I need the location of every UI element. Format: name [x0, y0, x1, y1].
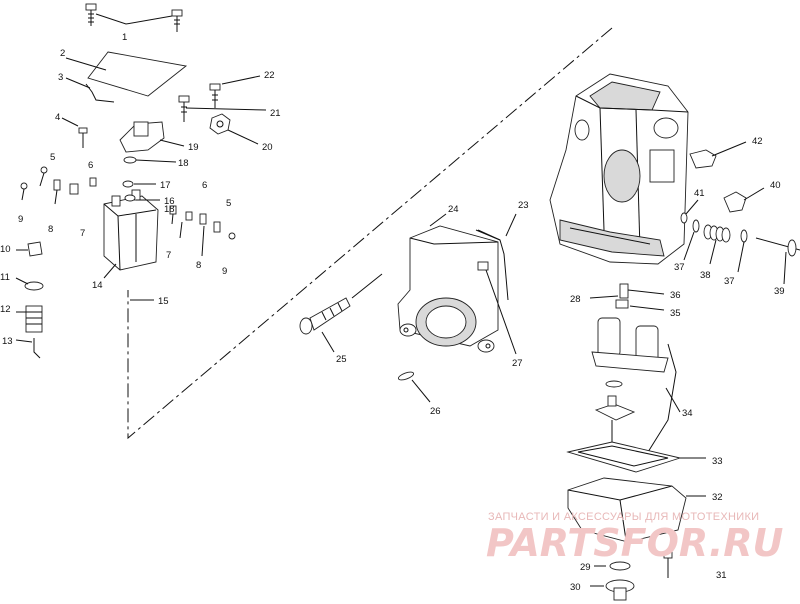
assembly-centerline — [127, 27, 613, 440]
plug-40 — [723, 187, 765, 213]
label-34: 34 — [682, 408, 693, 419]
label-10: 10 — [0, 244, 11, 255]
label-17: 17 — [160, 180, 171, 191]
label-22: 22 — [264, 70, 275, 81]
label-15: 15 — [158, 296, 169, 307]
watermark-logo: PARTSFOR.RU — [486, 521, 784, 565]
label-36: 36 — [670, 290, 681, 301]
intake-flange-24 — [397, 225, 499, 353]
label-31: 31 — [716, 570, 727, 581]
cover-plate-2 — [87, 51, 188, 97]
label-9-right: 9 — [222, 266, 227, 277]
label-9-left: 9 — [18, 214, 23, 225]
label-11: 11 — [0, 272, 10, 283]
watermark-tagline: ЗАПЧАСТИ И АКСЕССУАРЫ ДЛЯ МОТОТЕХНИКИ — [488, 511, 759, 523]
label-25: 25 — [336, 354, 347, 365]
small-parts-center — [122, 180, 236, 257]
label-30: 30 — [570, 582, 581, 593]
label-39: 39 — [774, 286, 785, 297]
adjuster-assembly — [680, 199, 800, 285]
label-6-right: 6 — [202, 180, 207, 191]
gasket-33 — [566, 441, 706, 473]
label-35: 35 — [670, 308, 681, 319]
label-3: 3 — [58, 72, 63, 83]
carburetor-body — [549, 73, 689, 265]
nut-20 — [209, 113, 231, 135]
fitting-42 — [689, 141, 747, 169]
label-24: 24 — [448, 204, 459, 215]
drain-parts-29-31 — [590, 551, 673, 601]
washer-mid — [605, 380, 623, 388]
clip-18-top — [123, 156, 137, 164]
float-parts-10-13 — [15, 241, 44, 359]
ignition-module-14 — [103, 189, 159, 271]
label-8-right: 8 — [196, 260, 201, 271]
label-29: 29 — [580, 562, 591, 573]
needle-seat — [594, 395, 636, 446]
float-assembly-34 — [591, 317, 681, 453]
label-38: 38 — [700, 270, 711, 281]
label-18-top: 18 — [178, 158, 189, 169]
screw-21 — [178, 95, 190, 122]
gasket-3 — [85, 83, 115, 103]
screw-1-right — [171, 9, 183, 32]
label-2: 2 — [60, 48, 65, 59]
label-33: 33 — [712, 456, 723, 467]
screw-25 — [299, 297, 351, 335]
label-23: 23 — [518, 200, 529, 211]
label-5-left: 5 — [50, 152, 55, 163]
screw-22 — [209, 83, 221, 108]
label-7-right: 7 — [166, 250, 171, 261]
label-37-left: 37 — [674, 262, 685, 273]
label-13: 13 — [2, 336, 13, 347]
label-4: 4 — [55, 112, 60, 123]
label-26: 26 — [430, 406, 441, 417]
jets-28-35-36 — [589, 283, 665, 311]
pin-26 — [397, 371, 431, 403]
label-5-right: 5 — [226, 198, 231, 209]
part-labels: 1 2 3 4 5 5 6 6 7 7 8 8 9 9 10 11 12 13 … — [0, 32, 785, 593]
small-parts-left — [20, 166, 97, 205]
label-21: 21 — [270, 108, 281, 119]
screw-4 — [78, 127, 88, 148]
label-41: 41 — [694, 188, 705, 199]
label-6-left: 6 — [88, 160, 93, 171]
label-27: 27 — [512, 358, 523, 369]
label-16: 16 — [164, 196, 175, 207]
label-40: 40 — [770, 180, 781, 191]
screw-27 — [477, 261, 517, 355]
label-1: 1 — [122, 32, 127, 43]
float-bowl-32 — [567, 477, 706, 543]
label-20: 20 — [262, 142, 273, 153]
label-37-right: 37 — [724, 276, 735, 287]
watermark: ЗАПЧАСТИ И АКСЕССУАРЫ ДЛЯ МОТОТЕХНИКИ PA… — [486, 511, 784, 565]
label-32: 32 — [712, 492, 723, 503]
label-18-bottom: 18 — [164, 204, 175, 215]
label-7-left: 7 — [80, 228, 85, 239]
gasket-23 — [475, 229, 509, 301]
label-42: 42 — [752, 136, 763, 147]
label-14: 14 — [92, 280, 103, 291]
label-28: 28 — [570, 294, 581, 305]
label-8-left: 8 — [48, 224, 53, 235]
label-19: 19 — [188, 142, 199, 153]
screw-1-left — [85, 3, 97, 26]
label-12: 12 — [0, 304, 11, 315]
